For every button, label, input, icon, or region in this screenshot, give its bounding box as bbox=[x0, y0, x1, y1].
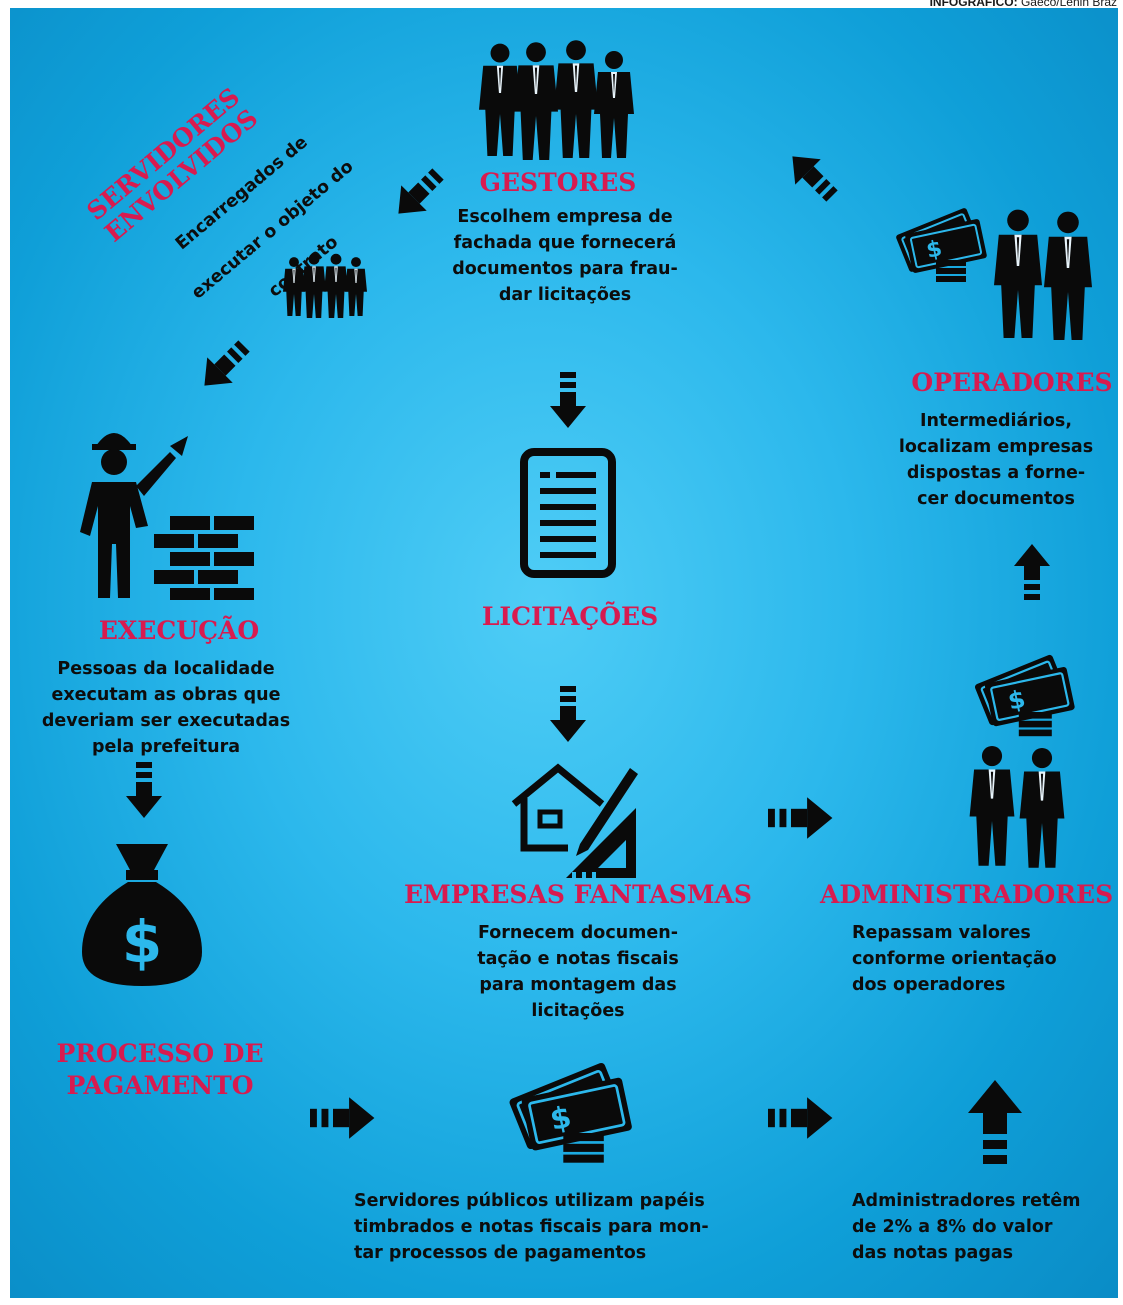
svg-text:$: $ bbox=[122, 908, 162, 976]
dashed-arrow-icon bbox=[191, 333, 257, 399]
gestores-desc: Escolhem empresa de fachada que fornecer… bbox=[452, 207, 678, 305]
gestores-title: GESTORES bbox=[479, 168, 637, 197]
money-bills-icon bbox=[894, 206, 989, 283]
construction-worker-icon bbox=[80, 433, 254, 600]
money-bills-icon bbox=[972, 652, 1077, 738]
dashed-arrow-icon bbox=[768, 797, 833, 839]
dashed-arrow-icon bbox=[779, 143, 845, 209]
house-plan-icon bbox=[511, 763, 638, 878]
business-people-icon bbox=[994, 209, 1092, 340]
business-people-icon bbox=[283, 253, 367, 318]
money-bag-icon: $ bbox=[82, 844, 202, 986]
infographic-panel: $ SERVIDORES ENVOLVIDOS Encarregados de … bbox=[10, 8, 1118, 1298]
dashed-arrow-icon bbox=[385, 161, 451, 227]
servidores-publicos-desc: Servidores públicos utilizam papéis timb… bbox=[354, 1191, 709, 1263]
retem-desc: Administradores retêm de 2% a 8% do valo… bbox=[852, 1191, 1081, 1263]
empresas-fantasmas-title: EMPRESAS FANTASMAS bbox=[404, 880, 752, 909]
credit: INFOGRÁFICO: Gaeco/Lenin Braz bbox=[929, 0, 1117, 9]
licitacoes-title: LICITAÇÕES bbox=[481, 602, 659, 631]
dashed-arrow-icon bbox=[126, 762, 162, 818]
processo-de-pagamento-title: PROCESSO DE PAGAMENTO bbox=[56, 1039, 264, 1100]
dashed-arrow-icon bbox=[550, 372, 586, 428]
money-bills-icon bbox=[506, 1060, 634, 1165]
business-people-icon bbox=[479, 40, 634, 160]
administradores-title: ADMINISTRADORES bbox=[820, 880, 1114, 909]
operadores-desc: Intermediários, localizam empresas dispo… bbox=[898, 411, 1094, 509]
dashed-arrow-icon bbox=[1014, 544, 1050, 600]
execucao-title: EXECUÇÃO bbox=[98, 616, 260, 645]
administradores-desc: Repassam valores conforme orientação dos… bbox=[852, 923, 1057, 995]
empresas-fantasmas-desc: Fornecem documen- tação e notas fiscais … bbox=[477, 923, 679, 1021]
dashed-arrow-icon bbox=[550, 686, 586, 742]
document-icon bbox=[520, 448, 616, 578]
business-people-icon bbox=[969, 745, 1065, 868]
dashed-arrow-icon bbox=[968, 1080, 1022, 1164]
execucao-desc: Pessoas da localidade executam as obras … bbox=[41, 659, 291, 757]
dashed-arrow-icon bbox=[768, 1097, 833, 1139]
dashed-arrow-icon bbox=[310, 1097, 375, 1139]
operadores-title: OPERADORES bbox=[911, 368, 1113, 397]
